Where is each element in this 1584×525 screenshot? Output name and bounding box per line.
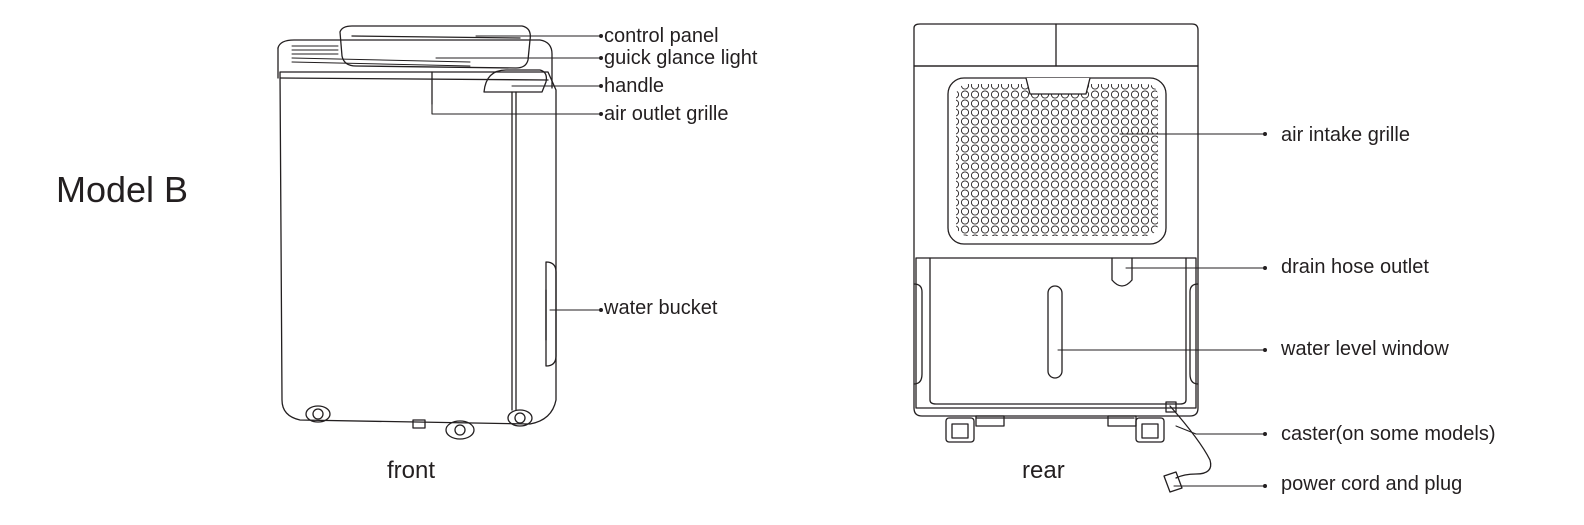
rear-casters	[945, 415, 1165, 443]
rear-leaders	[1057, 133, 1265, 487]
front-leaders	[431, 35, 601, 311]
rear-plug	[1163, 471, 1183, 493]
label-water-level-window: water level window	[1281, 338, 1449, 360]
front-casters	[305, 405, 533, 440]
rear-power-cord	[1169, 405, 1212, 479]
label-handle: handle	[604, 75, 665, 97]
label-air-intake-grille: air intake grille	[1281, 124, 1410, 146]
label-air-outlet-grille: air outlet grille	[604, 103, 729, 125]
front-leader-dots	[599, 34, 603, 312]
label-caster: caster(on some models)	[1281, 423, 1496, 445]
label-water-bucket: water bucket	[604, 297, 718, 319]
front-bucket-recess	[545, 261, 557, 367]
front-dehumidifier	[277, 25, 557, 440]
rear-leader-dots	[1263, 132, 1267, 488]
front-top-grille	[291, 45, 471, 67]
label-power-cord: power cord and plug	[1281, 473, 1463, 495]
caption-front: front	[387, 457, 436, 484]
rear-level-window	[1047, 285, 1063, 379]
model-title: Model B	[56, 169, 189, 210]
rear-drain-outlet	[1111, 257, 1133, 287]
caption-rear: rear	[1022, 457, 1065, 484]
label-control-panel: control panel	[604, 25, 719, 47]
label-quick-glance-light: guick glance light	[604, 47, 758, 69]
rear-intake-mesh	[956, 84, 1158, 236]
label-drain-hose-outlet: drain hose outlet	[1281, 256, 1429, 278]
rear-dehumidifier	[913, 23, 1212, 493]
front-handle	[483, 69, 548, 93]
